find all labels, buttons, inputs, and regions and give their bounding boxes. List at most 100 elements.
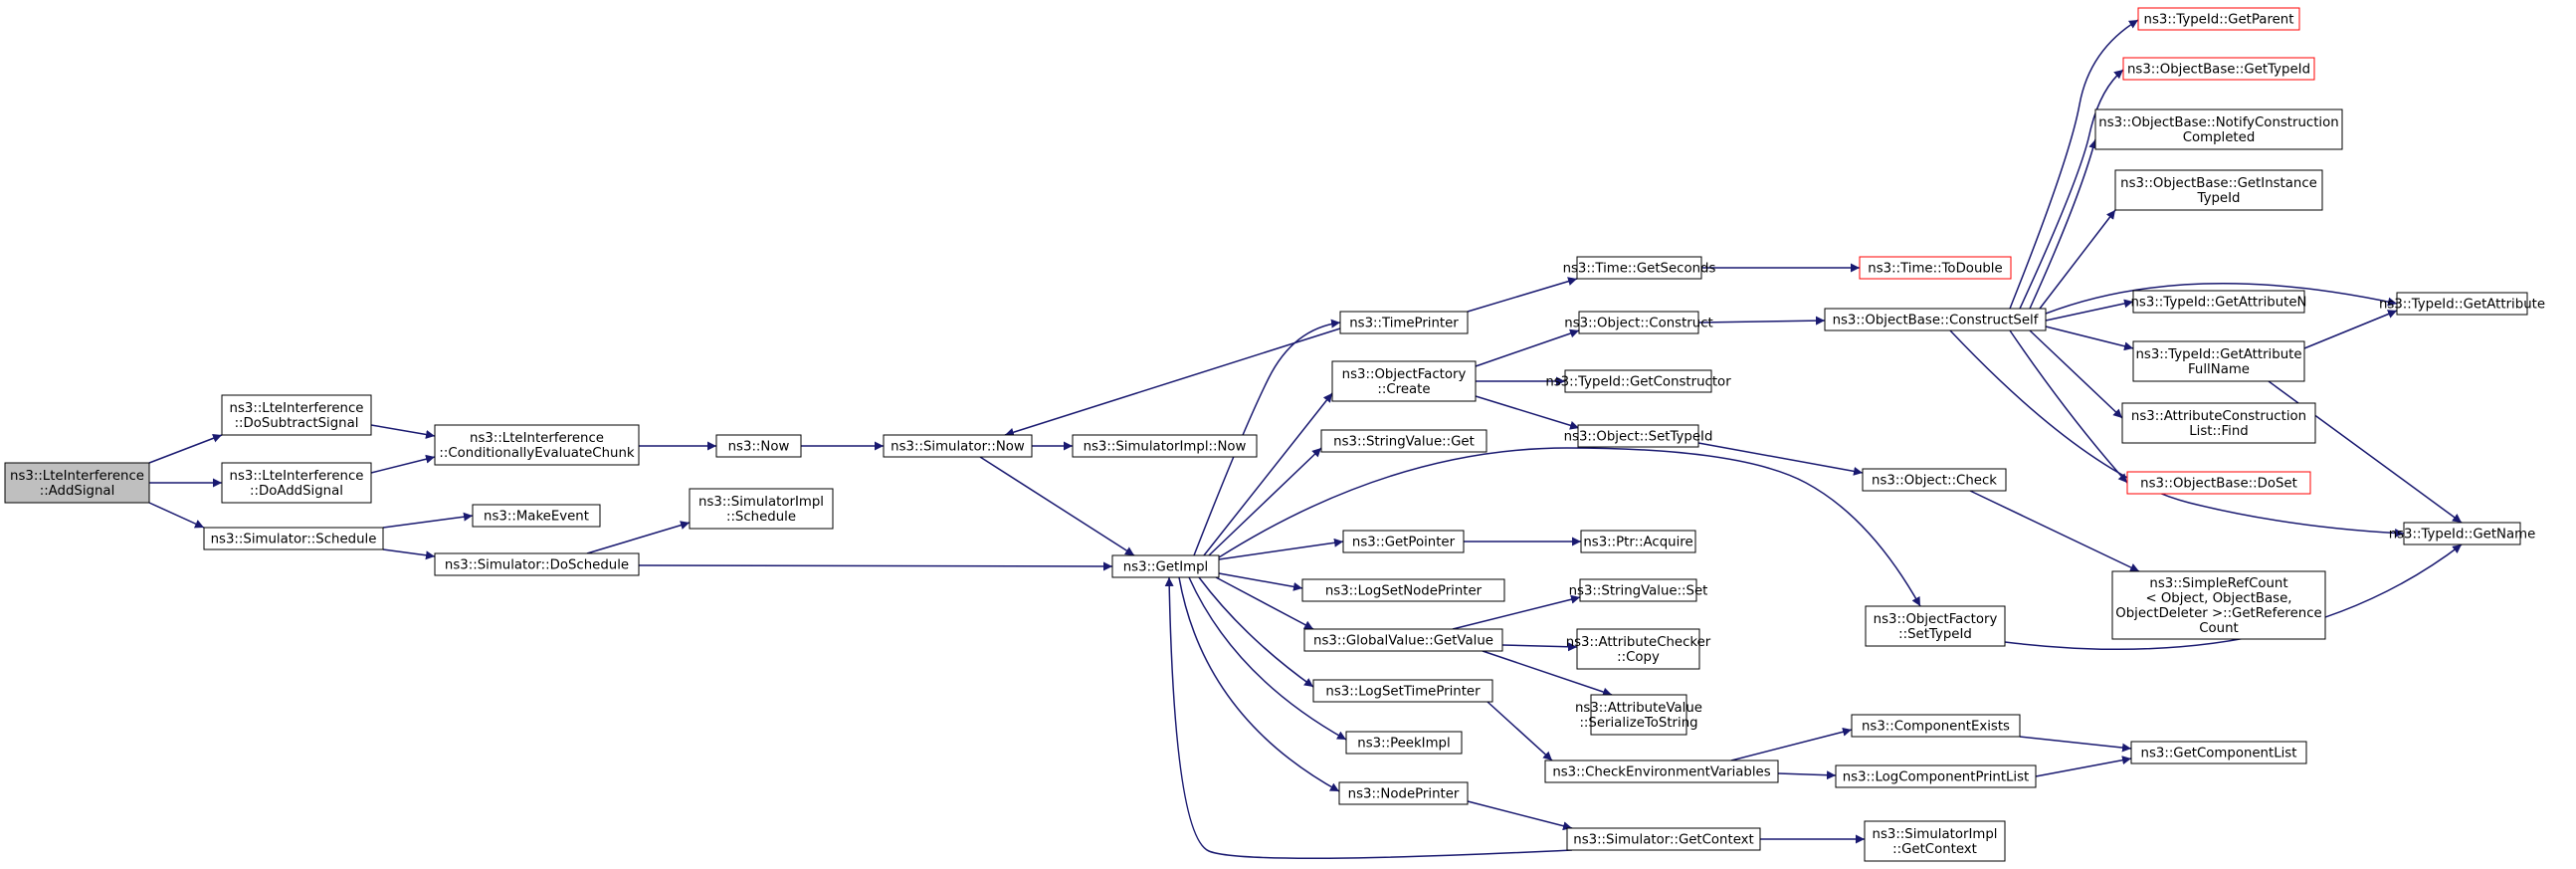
node-get-pointer[interactable]: ns3::GetPointer: [1342, 530, 1465, 553]
node-label-line: ns3::ComponentExists: [1862, 720, 2010, 735]
node-box: [1312, 679, 1493, 703]
node-label-line: ns3::Object::SetTypeId: [1564, 430, 1713, 445]
node-objfactory-settypeid[interactable]: ns3::ObjectFactory::SetTypeId: [1865, 605, 2006, 647]
node-typeid-getconstructor[interactable]: ns3::TypeId::GetConstructor: [1545, 369, 1731, 393]
node-time-getseconds[interactable]: ns3::Time::GetSeconds: [1563, 256, 1716, 280]
node-time-printer[interactable]: ns3::TimePrinter: [1339, 311, 1469, 334]
node-box: [1342, 530, 1465, 553]
edge-typeid_getattrfullname-to-typeid_getattribute: [2303, 310, 2398, 349]
node-label-line: ::Copy: [1617, 650, 1660, 665]
edge-sim_schedule-to-sim_do_schedule: [382, 548, 436, 560]
node-box: [2094, 109, 2343, 150]
node-object-check[interactable]: ns3::Object::Check: [1862, 468, 2007, 492]
node-box: [2403, 522, 2521, 545]
node-box: [1339, 311, 1469, 334]
node-typeid-getattribute[interactable]: ns3::TypeId::GetAttribute: [2379, 292, 2545, 316]
node-box: [2126, 471, 2311, 495]
edge-log_component_printlist-to-get_component_list: [2035, 756, 2132, 777]
node-objfactory-create[interactable]: ns3::ObjectFactory::Create: [1331, 360, 1477, 402]
edge-get_impl-to-stringvalue_get: [1208, 447, 1322, 556]
edge-objbase_constructself-to-typeid_getattributen: [2045, 299, 2134, 322]
node-sim-schedule[interactable]: ns3::Simulator::Schedule: [203, 527, 384, 550]
edge-globalvalue_getvalue-to-attrvalue_serialize: [1482, 650, 1613, 697]
node-box: [1576, 628, 1700, 670]
node-label-line: ns3::ObjectBase::GetTypeId: [2127, 63, 2310, 78]
node-sim-now[interactable]: ns3::Simulator::Now: [883, 434, 1033, 458]
node-ptr-acquire[interactable]: ns3::Ptr::Acquire: [1580, 530, 1696, 553]
node-objbase-constructself[interactable]: ns3::ObjectBase::ConstructSelf: [1824, 308, 2047, 331]
edge-objbase_constructself-to-objbase_doset: [2009, 329, 2128, 484]
edge-get_impl-to-peek_impl: [1188, 576, 1347, 741]
node-typeid-getparent[interactable]: ns3::TypeId::GetParent: [2137, 7, 2300, 31]
node-label-line: ns3::LteInterference: [230, 469, 364, 484]
node-do-add-signal[interactable]: ns3::LteInterference::DoAddSignal: [221, 462, 372, 504]
edge-log_set_time_printer-to-check_env_vars: [1486, 701, 1553, 761]
node-object-settypeid[interactable]: ns3::Object::SetTypeId: [1564, 424, 1713, 448]
edge-do_add_signal-to-cond_eval_chunk: [370, 454, 436, 474]
node-peek-impl[interactable]: ns3::PeekImpl: [1345, 731, 1463, 755]
node-simplerefcount[interactable]: ns3::SimpleRefCount< Object, ObjectBase,…: [2111, 570, 2326, 640]
edge-get_impl-to-objfactory_settypeid: [1218, 447, 1921, 607]
node-label-line: ::DoAddSignal: [250, 484, 343, 499]
node-stringvalue-get[interactable]: ns3::StringValue::Get: [1320, 429, 1487, 453]
node-stringvalue-set[interactable]: ns3::StringValue::Set: [1569, 578, 1708, 602]
node-cond-eval-chunk[interactable]: ns3::LteInterference::ConditionallyEvalu…: [434, 424, 640, 466]
node-box: [2137, 7, 2300, 31]
node-simimpl-schedule[interactable]: ns3::SimulatorImpl::Schedule: [689, 488, 834, 530]
node-label-line: ns3::Simulator::Schedule: [211, 533, 377, 547]
node-globalvalue-getvalue[interactable]: ns3::GlobalValue::GetValue: [1303, 628, 1503, 652]
node-label-line: ::GetContext: [1892, 842, 1977, 857]
edge-typeid_getattrfullname-to-typeid_getname: [2268, 380, 2463, 524]
node-get-impl[interactable]: ns3::GetImpl: [1111, 554, 1220, 578]
node-box: [1566, 827, 1761, 851]
edge-objbase_constructself-to-objbase_gettypeid: [2019, 69, 2124, 310]
edge-objbase_constructself-to-attrconstructionlist_find: [2029, 329, 2123, 419]
node-typeid-getname[interactable]: ns3::TypeId::GetName: [2389, 522, 2536, 545]
node-object-construct[interactable]: ns3::Object::Construct: [1564, 311, 1713, 334]
node-component-exists[interactable]: ns3::ComponentExists: [1851, 714, 2021, 738]
node-label-line: ns3::GlobalValue::GetValue: [1313, 634, 1493, 649]
node-box: [2130, 741, 2307, 764]
edge-objbase_constructself-to-typeid_getattribute: [2045, 283, 2398, 315]
node-label-line: List::Find: [2189, 424, 2248, 439]
node-attrchecker-copy[interactable]: ns3::AttributeChecker::Copy: [1566, 628, 1711, 670]
node-simimpl-getcontext[interactable]: ns3::SimulatorImpl::GetContext: [1864, 820, 2006, 862]
node-node-printer[interactable]: ns3::NodePrinter: [1338, 781, 1469, 805]
node-objbase-gettypeid[interactable]: ns3::ObjectBase::GetTypeId: [2122, 57, 2315, 81]
node-label-line: ns3::TypeId::GetParent: [2144, 13, 2294, 28]
node-log-component-printlist[interactable]: ns3::LogComponentPrintList: [1835, 764, 2037, 788]
node-log-set-time-printer[interactable]: ns3::LogSetTimePrinter: [1312, 679, 1493, 703]
node-get-component-list[interactable]: ns3::GetComponentList: [2130, 741, 2307, 764]
node-label-line: FullName: [2188, 362, 2250, 377]
node-make-event[interactable]: ns3::MakeEvent: [472, 504, 601, 528]
node-label-line: ns3::PeekImpl: [1357, 737, 1450, 752]
node-box: [4, 462, 150, 504]
node-label-line: ns3::GetComponentList: [2141, 747, 2297, 761]
node-label-line: ns3::AttributeChecker: [1566, 635, 1711, 650]
node-objbase-notify[interactable]: ns3::ObjectBase::NotifyConstructionCompl…: [2094, 109, 2343, 150]
node-attrvalue-serialize[interactable]: ns3::AttributeValue::SerializeToString: [1575, 694, 1702, 736]
node-check-env-vars[interactable]: ns3::CheckEnvironmentVariables: [1544, 760, 1779, 783]
node-box: [1338, 781, 1469, 805]
node-ns3-now[interactable]: ns3::Now: [715, 434, 802, 458]
node-objbase-doset[interactable]: ns3::ObjectBase::DoSet: [2126, 471, 2311, 495]
node-sim-getcontext[interactable]: ns3::Simulator::GetContext: [1566, 827, 1761, 851]
node-do-subtract-signal[interactable]: ns3::LteInterference::DoSubtractSignal: [221, 394, 372, 436]
node-log-set-node-printer[interactable]: ns3::LogSetNodePrinter: [1301, 578, 1505, 602]
node-simimpl-now[interactable]: ns3::SimulatorImpl::Now: [1072, 434, 1258, 458]
node-label-line: Count: [2199, 621, 2239, 636]
node-box: [1579, 578, 1697, 602]
node-add-signal[interactable]: ns3::LteInterference::AddSignal: [4, 462, 150, 504]
node-box: [1301, 578, 1505, 602]
node-label-line: ns3::ObjectBase::ConstructSelf: [1833, 314, 2039, 328]
node-typeid-getattributen[interactable]: ns3::TypeId::GetAttributeN: [2131, 290, 2307, 314]
node-box: [1590, 694, 1687, 736]
node-box: [1320, 429, 1487, 453]
edge-get_impl-to-get_pointer: [1218, 538, 1344, 560]
node-box: [1577, 424, 1699, 448]
node-time-todouble[interactable]: ns3::Time::ToDouble: [1859, 256, 2012, 280]
node-sim-do-schedule[interactable]: ns3::Simulator::DoSchedule: [434, 552, 640, 576]
